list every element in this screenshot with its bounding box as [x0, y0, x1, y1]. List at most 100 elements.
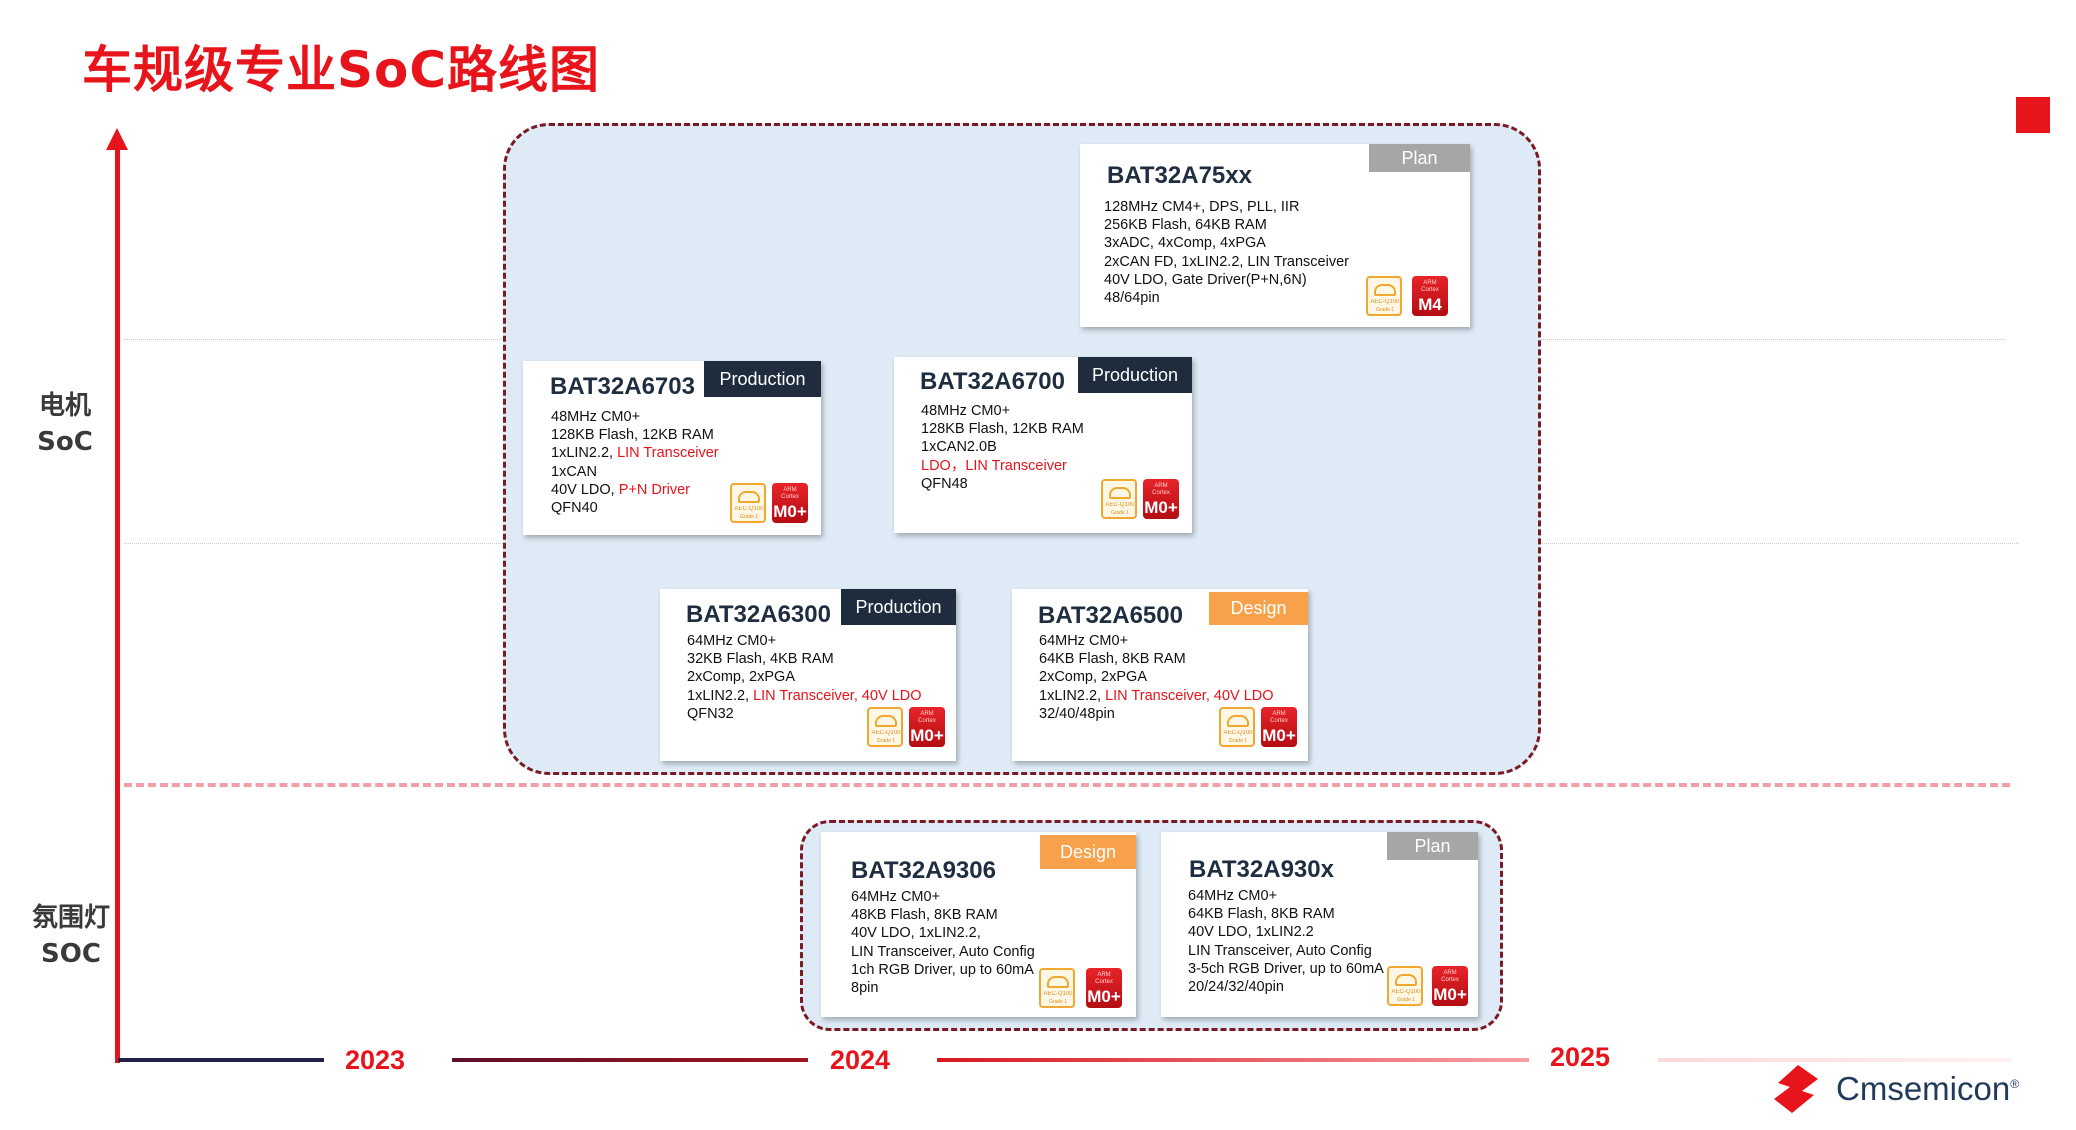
product-specs: 64MHz CM0+ 32KB Flash, 4KB RAM 2xComp, 2…	[687, 632, 922, 723]
spec-line: 40V LDO, 1xLIN2.2,	[851, 924, 1035, 942]
spec-text: 2xComp, 2xPGA	[687, 669, 795, 686]
arm-cortex-m0plus-logo: ARM Cortex M0+	[772, 483, 808, 523]
arm-cortex-m0plus-logo: ARM Cortex M0+	[1432, 966, 1468, 1006]
arm-logo-brand: ARM	[1443, 970, 1457, 976]
vertical-axis	[115, 140, 120, 1063]
arm-core-label: M0+	[1433, 985, 1467, 1004]
spec-text: 1xLIN2.2,	[1039, 687, 1106, 704]
product-specs: 48MHz CM0+ 128KB Flash, 12KB RAM 1xCAN2.…	[921, 402, 1084, 493]
spec-line: 128KB Flash, 12KB RAM	[921, 420, 1084, 438]
status-badge-production: Production	[1078, 357, 1192, 393]
spec-text: 1xLIN2.2,	[551, 445, 618, 462]
spec-highlight: LIN Transceiver, 40V LDO	[1105, 687, 1274, 704]
timeline-segment	[937, 1058, 1529, 1062]
spec-text: 20/24/32/40pin	[1188, 979, 1284, 996]
row-separator-dashed-line	[124, 783, 2010, 787]
car-icon	[738, 491, 760, 503]
spec-text: 8pin	[851, 980, 879, 997]
status-badge-plan: Plan	[1387, 832, 1478, 860]
spec-line: 1ch RGB Driver, up to 60mA	[851, 961, 1035, 979]
car-icon	[1395, 974, 1417, 986]
spec-text: 128MHz CM4+, DPS, PLL, IIR	[1104, 199, 1300, 215]
arm-logo-series: Cortex	[1270, 718, 1288, 724]
product-specs: 48MHz CM0+ 128KB Flash, 12KB RAM 1xLIN2.…	[551, 408, 719, 517]
spec-text: 48MHz CM0+	[551, 409, 641, 425]
product-name: BAT32A75xx	[1107, 162, 1252, 189]
row-label-line: SOC	[41, 939, 101, 969]
product-specs: 128MHz CM4+, DPS, PLL, IIR 256KB Flash, …	[1104, 198, 1349, 307]
spec-text: 40V LDO, 1xLIN2.2,	[851, 925, 981, 942]
spec-line: 2xComp, 2xPGA	[687, 668, 922, 686]
aec-logo-text: AEC-Q100	[1223, 730, 1253, 736]
product-card-bat32a930x[interactable]: Plan BAT32A930x 64MHz CM0+ 64KB Flash, 8…	[1161, 832, 1478, 1017]
product-card-bat32a75xx[interactable]: Plan BAT32A75xx 128MHz CM4+, DPS, PLL, I…	[1080, 144, 1470, 327]
status-badge-production: Production	[841, 589, 956, 625]
spec-text: 1xLIN2.2,	[687, 687, 754, 704]
arm-logo-series: Cortex	[781, 494, 799, 500]
spec-text: QFN48	[921, 475, 968, 492]
spec-line: 3xADC, 4xComp, 4xPGA	[1104, 234, 1349, 252]
timeline-year-2023: 2023	[345, 1045, 406, 1075]
spec-text: QFN32	[687, 705, 734, 722]
spec-line: 64MHz CM0+	[1039, 632, 1274, 650]
aec-logo-grade: Grade 1	[1228, 738, 1248, 744]
arm-logo-series: Cortex	[1152, 490, 1170, 496]
arm-core-label: M0+	[910, 726, 944, 745]
spec-line: 64MHz CM0+	[1188, 887, 1384, 905]
arm-logo-series: Cortex	[918, 718, 936, 724]
aec-q100-logo: AEC-Q100 Grade 1	[1039, 968, 1075, 1008]
arm-cortex-m0plus-logo: ARM Cortex M0+	[909, 707, 945, 747]
spec-line: 8pin	[851, 979, 1035, 997]
spec-line: 64KB Flash, 8KB RAM	[1188, 905, 1384, 923]
spec-line: 32KB Flash, 4KB RAM	[687, 650, 922, 668]
spec-line: LIN Transceiver, Auto Config	[851, 943, 1035, 961]
row-label-ambient-soc: 氛围灯 SOC	[22, 900, 120, 972]
arm-logo-brand: ARM	[1154, 483, 1168, 489]
spec-line: LDO，LIN Transceiver	[921, 457, 1084, 475]
car-icon	[1374, 284, 1396, 296]
spec-line: 40V LDO, 1xLIN2.2	[1188, 923, 1384, 941]
spec-highlight: LIN Transceiver	[617, 445, 719, 462]
spec-line: 128KB Flash, 12KB RAM	[551, 426, 719, 444]
aec-logo-text: AEC-Q100	[1391, 989, 1421, 995]
aec-logo-text: AEC-Q100	[1370, 299, 1400, 305]
product-card-bat32a9306[interactable]: Design BAT32A9306 64MHz CM0+ 48KB Flash,…	[821, 832, 1136, 1017]
arm-core-label: M0+	[1087, 987, 1121, 1006]
product-card-bat32a6300[interactable]: Production BAT32A6300 64MHz CM0+ 32KB Fl…	[660, 589, 956, 761]
arm-logo-brand: ARM	[1423, 280, 1437, 286]
row-label-line: SoC	[37, 427, 93, 457]
aec-logo-text: AEC-Q100	[734, 506, 764, 512]
arm-cortex-m0plus-logo: ARM Cortex M0+	[1143, 479, 1179, 519]
timeline-year-2025: 2025	[1550, 1042, 1611, 1072]
arm-logo-brand: ARM	[783, 487, 797, 493]
spec-line: 64MHz CM0+	[687, 632, 922, 650]
product-specs: 64MHz CM0+ 48KB Flash, 8KB RAM 40V LDO, …	[851, 888, 1035, 997]
aec-q100-logo: AEC-Q100 Grade 1	[1366, 276, 1402, 316]
car-icon	[1227, 715, 1249, 727]
aec-q100-logo: AEC-Q100 Grade 1	[867, 707, 903, 747]
spec-line: 1xCAN	[551, 463, 719, 481]
spec-text: 48/64pin	[1104, 290, 1160, 307]
arm-logo-series: Cortex	[1441, 977, 1459, 983]
arm-logo-series: Cortex	[1421, 287, 1439, 293]
car-icon	[1047, 976, 1069, 988]
aec-logo-text: AEC-Q100	[1105, 502, 1135, 508]
spec-text: 64MHz CM0+	[687, 633, 777, 649]
product-card-bat32a6703[interactable]: Production BAT32A6703 48MHz CM0+ 128KB F…	[523, 361, 821, 535]
corner-accent-square	[2016, 97, 2050, 133]
timeline-segment	[1658, 1058, 2012, 1062]
spec-text: 40V LDO,	[551, 481, 619, 498]
aec-logo-grade: Grade 1	[739, 514, 759, 520]
spec-text: 3xADC, 4xComp, 4xPGA	[1104, 235, 1266, 252]
aec-logo-text: AEC-Q100	[1043, 991, 1073, 997]
product-name: BAT32A6700	[920, 368, 1065, 395]
product-card-bat32a6500[interactable]: Design BAT32A6500 64MHz CM0+ 64KB Flash,…	[1012, 589, 1308, 761]
arm-core-label: M0+	[1262, 726, 1296, 745]
spec-line: 2xCAN FD, 1xLIN2.2, LIN Transceiver	[1104, 253, 1349, 271]
aec-q100-logo: AEC-Q100 Grade 1	[730, 483, 766, 523]
spec-text: 48KB Flash, 8KB RAM	[851, 907, 998, 924]
status-badge-design: Design	[1209, 592, 1308, 625]
spec-line: 48MHz CM0+	[551, 408, 719, 426]
product-card-bat32a6700[interactable]: Production BAT32A6700 48MHz CM0+ 128KB F…	[894, 357, 1192, 533]
spec-line: 32/40/48pin	[1039, 705, 1274, 723]
